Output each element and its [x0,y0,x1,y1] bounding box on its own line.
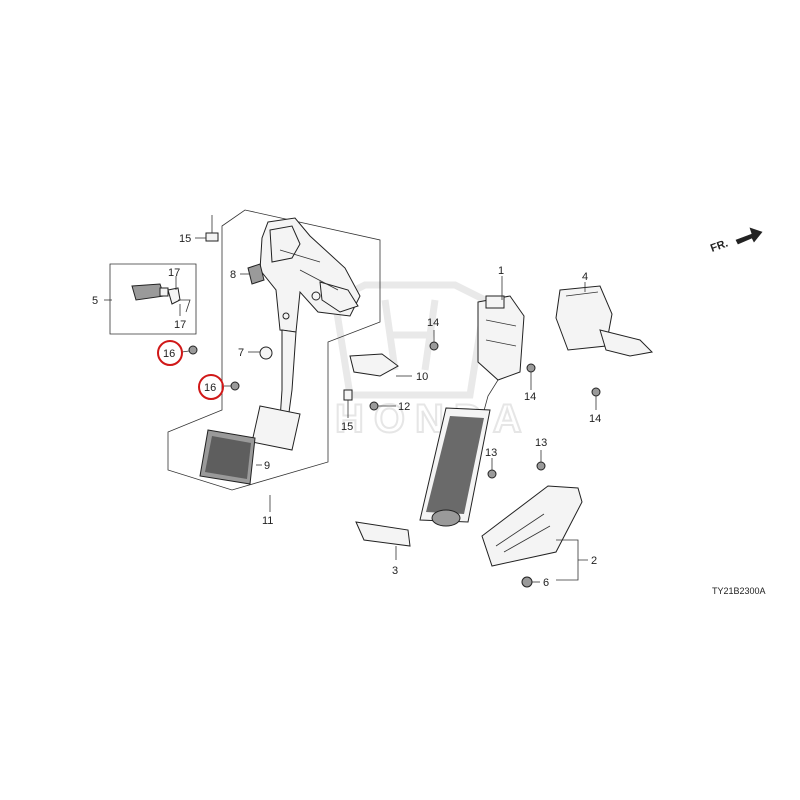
callout-10: 10 [416,371,428,383]
watermark-text: HONDA [335,397,532,441]
callout-8: 8 [230,269,236,281]
front-direction-marker: FR. [709,227,763,255]
callout-5: 5 [92,295,98,307]
sensor-part-4 [555,285,654,357]
highlight-ring-16-a [157,340,183,366]
callout-14-c: 14 [589,413,601,425]
callout-9: 9 [264,460,270,472]
stopper-part-7 [259,346,273,360]
clip-part-8 [247,263,265,285]
brake-pedal-group-outline [167,209,381,491]
callout-15-a: 15 [179,233,191,245]
pedal-pad-cover [199,429,256,485]
nut-part-13-b [536,461,546,471]
callout-14-a: 14 [427,317,439,329]
callout-6: 6 [543,577,549,589]
callout-16-a: 16 [163,348,175,360]
callout-14-b: 14 [524,391,536,403]
bolt-part-15-upper [205,215,219,242]
bolt-part-15-lower [343,389,353,412]
accelerator-pedal [419,407,491,527]
callout-13-b: 13 [535,437,547,449]
bracket-part-10 [349,353,399,377]
bracket-part-2 [481,485,583,567]
highlight-ring-16-b [198,374,224,400]
callout-13-a: 13 [485,447,497,459]
direction-arrow-icon [735,227,763,245]
pad-part-3 [355,521,411,547]
callout-labels: 1 2 3 4 5 6 7 8 9 10 11 12 13 13 14 14 1… [92,233,601,589]
callout-1: 1 [498,265,504,277]
diagram-code: TY21B2300A [712,586,766,596]
nut-part-14-a [429,341,439,351]
callout-2: 2 [591,555,597,567]
callout-15-b: 15 [341,421,353,433]
nut-part-14-c [591,387,601,397]
direction-text: FR. [709,237,730,254]
callout-11: 11 [262,515,273,527]
nut-part-6 [521,576,533,588]
callout-16-b: 16 [204,382,216,394]
nut-part-13-a [487,469,497,479]
callout-4: 4 [582,271,588,283]
nut-part-16-a [188,345,198,355]
callout-3: 3 [392,565,398,577]
leader-lines [104,237,597,583]
clip-part-17 [167,287,181,305]
nut-part-16-b [230,381,240,391]
clip-part-12 [369,401,379,411]
pedal-bracket [259,217,361,333]
brake-pedal-arm [279,329,297,421]
nut-part-14-b [526,363,536,373]
callout-7: 7 [238,347,244,359]
stop-switch [131,283,169,301]
stop-switch-group-outline [109,263,197,335]
callout-12: 12 [398,401,410,413]
callout-17-a: 17 [168,267,180,279]
accelerator-module [477,295,525,419]
callout-17-b: 17 [174,319,186,331]
brake-pedal-plate [251,405,301,451]
